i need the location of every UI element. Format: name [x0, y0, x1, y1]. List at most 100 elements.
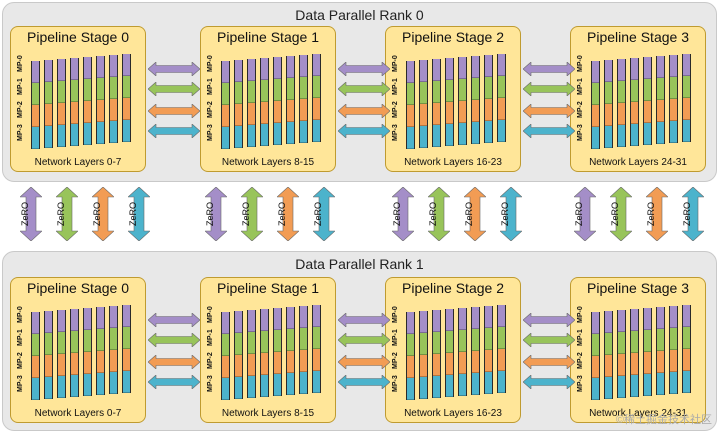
- pipeline-arrow-icon: [523, 82, 575, 96]
- mp-label: MP-1: [392, 329, 399, 347]
- mp-partition: [407, 105, 414, 127]
- stage-title: Pipeline Stage 3: [587, 280, 689, 296]
- mp-partition: [123, 120, 130, 142]
- mp-partition: [683, 76, 690, 98]
- zero-arrow: ZeRO: [277, 187, 299, 241]
- mp-partition: [407, 127, 414, 149]
- mp-partition: [459, 57, 466, 79]
- mp-partition: [670, 328, 677, 350]
- network-layer: [445, 58, 454, 146]
- mp-partition: [248, 81, 255, 103]
- mp-partition: [683, 98, 690, 120]
- mp-partition: [420, 104, 427, 126]
- mp-partition: [446, 353, 453, 375]
- mp-partition: [313, 120, 320, 142]
- network-layer: [406, 61, 415, 149]
- mp-partition: [485, 121, 492, 143]
- stage-layers-label: Network Layers 16-23: [404, 157, 502, 168]
- mp-partition: [420, 377, 427, 399]
- zero-arrow-icon: [20, 187, 42, 241]
- mp-partition: [446, 309, 453, 331]
- pipeline-arrow-icon: [338, 124, 390, 138]
- mp-partition: [433, 103, 440, 125]
- mp-partition: [420, 355, 427, 377]
- mp-partition: [123, 54, 130, 76]
- mp-partition: [605, 333, 612, 355]
- zero-label: ZeRO: [646, 202, 656, 227]
- pipeline-arrow-icon: [338, 104, 390, 118]
- zero-label: ZeRO: [277, 202, 287, 227]
- mp-partition: [261, 375, 268, 397]
- mp-partition: [300, 372, 307, 394]
- mp-partition: [446, 58, 453, 80]
- mp-label: MP-1: [392, 78, 399, 96]
- zero-label: ZeRO: [500, 202, 510, 227]
- mp-partition: [110, 99, 117, 121]
- mp-partition: [222, 61, 229, 83]
- pipeline-arrow-icon: [148, 355, 200, 369]
- mp-partition: [313, 349, 320, 371]
- pipeline-arrow-icon: [523, 355, 575, 369]
- mp-label: MP-2: [392, 352, 399, 370]
- network-layer: [445, 309, 454, 397]
- network-layer: [286, 307, 295, 395]
- pipeline-arrow-icon: [523, 375, 575, 389]
- mp-partition: [235, 104, 242, 126]
- mp-partition: [235, 311, 242, 333]
- mp-partition: [592, 61, 599, 83]
- mp-partition: [644, 79, 651, 101]
- pipeline-arrow-icon: [523, 62, 575, 76]
- network-layer: [83, 57, 92, 145]
- network-layer: [432, 59, 441, 147]
- zero-label: ZeRO: [464, 202, 474, 227]
- mp-partition: [618, 59, 625, 81]
- mp-partition: [58, 354, 65, 376]
- mp-partition: [485, 99, 492, 121]
- stage-title: Pipeline Stage 2: [402, 280, 504, 296]
- zero-arrow-icon: [241, 187, 263, 241]
- zero-arrow-icon: [205, 187, 227, 241]
- mp-partition: [644, 308, 651, 330]
- mp-label: MP-0: [207, 55, 214, 73]
- mp-partition: [631, 80, 638, 102]
- zero-arrow: ZeRO: [682, 187, 704, 241]
- network-layer: [122, 54, 131, 142]
- mp-partition: [300, 121, 307, 143]
- network-layer: [669, 55, 678, 143]
- mp-partition: [670, 121, 677, 143]
- mp-partition: [472, 351, 479, 373]
- mp-partition: [407, 378, 414, 400]
- zero-arrow: ZeRO: [313, 187, 335, 241]
- mp-partition: [657, 100, 664, 122]
- mp-partition: [110, 350, 117, 372]
- zero-arrow-icon: [392, 187, 414, 241]
- mp-partition: [235, 82, 242, 104]
- mp-partition: [248, 332, 255, 354]
- network-layer: [656, 56, 665, 144]
- mp-label: MP-0: [392, 306, 399, 324]
- mp-partition: [32, 378, 39, 400]
- stage-title: Pipeline Stage 3: [587, 29, 689, 45]
- network-layer: [221, 61, 230, 149]
- network-layer: [109, 306, 118, 394]
- mp-partition: [498, 76, 505, 98]
- mp-partition: [407, 61, 414, 83]
- mp-label: MP-1: [207, 78, 214, 96]
- mp-partition: [274, 352, 281, 374]
- mp-partition: [472, 373, 479, 395]
- zero-label: ZeRO: [574, 202, 584, 227]
- mp-label: MP-2: [207, 352, 214, 370]
- mp-partition: [222, 127, 229, 149]
- mp-label: MP-2: [17, 352, 24, 370]
- mp-partition: [446, 80, 453, 102]
- mp-partition: [58, 59, 65, 81]
- network-layer: [273, 57, 282, 145]
- mp-label: MP-3: [392, 124, 399, 142]
- mp-partition: [472, 78, 479, 100]
- mp-partition: [485, 55, 492, 77]
- zero-arrow-icon: [646, 187, 668, 241]
- network-layers-stack: [31, 304, 143, 400]
